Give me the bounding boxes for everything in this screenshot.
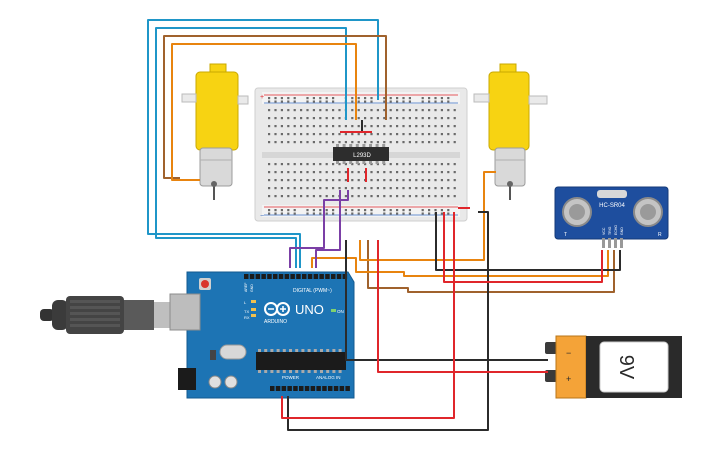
wire-brown-1[interactable] — [163, 35, 387, 179]
driver-chip[interactable]: L293D — [333, 144, 389, 164]
sensor-r-mark: R — [658, 232, 662, 238]
wire-orange-3[interactable] — [311, 250, 609, 277]
gnd-label: GND — [250, 284, 254, 292]
right-motor[interactable] — [473, 63, 548, 200]
arduino-model-label: UNO — [295, 302, 324, 317]
battery-voltage-label: 9V — [615, 355, 637, 380]
breadboard-holes — [268, 97, 456, 215]
digital-header — [244, 274, 348, 279]
rx-label: RX — [244, 315, 250, 320]
breadboard-minus-mark: − — [260, 213, 264, 220]
usb-cable[interactable] — [40, 296, 172, 334]
arduino-uno[interactable]: UNO ARDUINO DIGITAL (PWM~) POWER ANALOG … — [169, 271, 355, 399]
sensor-pin-echo: ECHO — [614, 225, 618, 235]
on-label: ON — [337, 309, 344, 314]
wire-cyan-1[interactable] — [147, 19, 379, 268]
wire-orange-2[interactable] — [359, 171, 496, 261]
left-motor[interactable] — [181, 63, 249, 200]
battery-plus-mark: + — [566, 374, 571, 384]
wire-brown-2[interactable] — [367, 240, 615, 293]
arduino-brand-label: ARDUINO — [264, 319, 287, 325]
ultrasonic-sensor[interactable]: HC-SR04 T R VCC TRIG ECHO GND — [554, 186, 669, 248]
driver-chip-label: L293D — [353, 153, 371, 159]
wire-purple-1[interactable] — [315, 190, 341, 268]
wire-red-3[interactable] — [377, 240, 548, 373]
analog-header-label: ANALOG IN — [316, 375, 341, 380]
power-header — [270, 386, 350, 391]
digital-header-label: DIGITAL (PWM~) — [293, 288, 332, 294]
battery-minus-mark: − — [566, 348, 571, 358]
battery-9v[interactable]: 9V − + — [545, 335, 682, 399]
power-header-label: POWER — [282, 375, 300, 380]
wire-black-2[interactable] — [345, 240, 548, 361]
wire-red-2[interactable] — [281, 212, 455, 419]
wire-orange-1[interactable] — [171, 43, 357, 181]
wires — [147, 19, 621, 431]
sensor-t-mark: T — [564, 232, 567, 238]
wire-red-1[interactable] — [443, 212, 603, 283]
sensor-name-label: HC-SR04 — [599, 203, 625, 209]
tx-label: TX — [244, 309, 249, 314]
l-label: L — [244, 300, 247, 305]
chip-pins — [336, 144, 386, 164]
aref-label: AREF — [244, 283, 248, 292]
sensor-pin-vcc: VCC — [602, 227, 606, 235]
sensor-pin-gnd: GND — [620, 227, 624, 235]
arduino-logo-icon — [264, 302, 290, 316]
breadboard-plus-mark: + — [260, 94, 264, 101]
sensor-pin-trig: TRIG — [608, 226, 612, 235]
atmega-pins — [258, 349, 342, 373]
wire-black-1[interactable] — [435, 212, 621, 271]
wire-purple-2[interactable] — [289, 190, 349, 268]
